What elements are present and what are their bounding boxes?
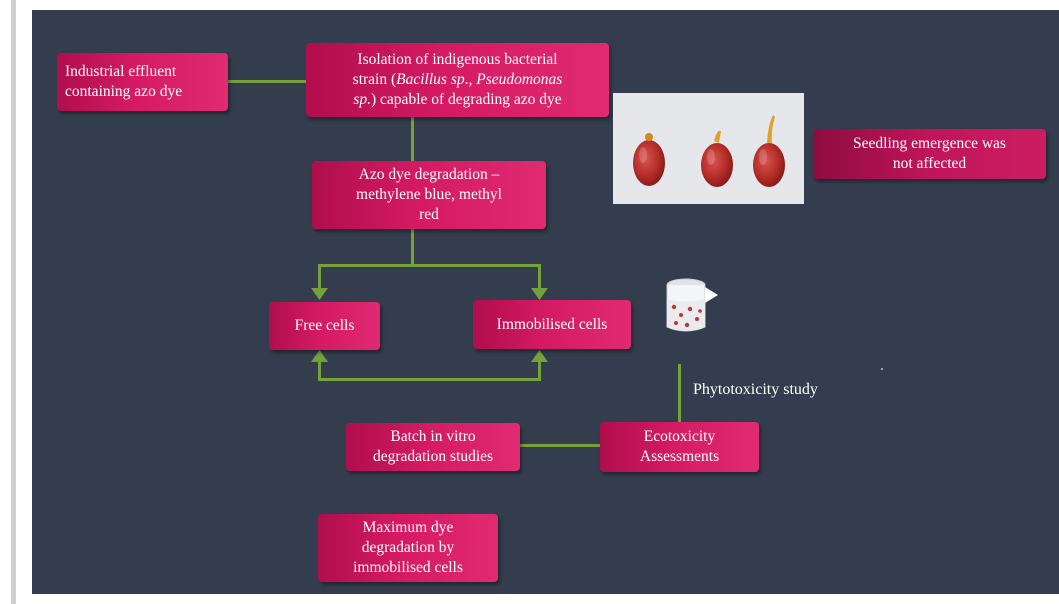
connector-split-horizontal (318, 264, 541, 267)
text-segment: ., (464, 71, 477, 88)
box-text-line: strain (Bacillus sp., Pseudomonas (353, 70, 563, 90)
connector-to-immobilised-cells (538, 264, 541, 292)
industrial-effluent-box: Industrial effluent containing azo dye (57, 53, 228, 111)
box-text-line: red (419, 206, 439, 223)
box-text-line: sp.) capable of degrading azo dye (353, 90, 561, 110)
connector-loop-immobilised (538, 358, 541, 380)
free-cells-box: Free cells (269, 302, 380, 350)
arrow-down-icon (531, 288, 548, 300)
seedling-emergence-box: Seedling emergence was not affected (813, 129, 1046, 179)
connector-isolation-degradation (411, 116, 414, 162)
immobilised-cells-box: Immobilised cells (473, 300, 631, 349)
isolation-box: Isolation of indigenous bacterial strain… (306, 43, 609, 117)
seeds-photo (613, 93, 804, 204)
text-segment: strain ( (352, 71, 397, 88)
box-text-line: Seedling emergence was (853, 135, 1006, 152)
arrow-up-icon (531, 350, 548, 362)
box-text-line: Industrial effluent (65, 63, 177, 80)
seed-icon (633, 133, 665, 186)
species-name: Pseudomonas (476, 71, 563, 88)
box-text-line: not affected (892, 155, 967, 172)
arrow-down-icon (311, 288, 328, 300)
arrow-up-icon (311, 350, 328, 362)
connector-phytotoxicity (678, 364, 681, 422)
seed-icon (701, 130, 733, 187)
phytotoxicity-study-label: Phytotoxicity study (693, 381, 818, 398)
connector-loop-bottom (318, 378, 541, 381)
box-text-line: Batch in vitro (390, 428, 476, 445)
box-text-line: Azo dye degradation – (358, 166, 500, 183)
species-name: sp. (353, 91, 372, 108)
connector-to-free-cells (318, 264, 321, 292)
box-text-line: methylene blue, methyl (356, 186, 502, 203)
connector-effluent-isolation (228, 80, 306, 83)
ecotoxicity-assessments-box: Ecotoxicity Assessments (600, 422, 759, 472)
beaker-icon (666, 278, 718, 332)
azo-dye-degradation-box: Azo dye degradation – methylene blue, me… (312, 161, 546, 229)
box-text-line: Immobilised cells (496, 315, 608, 333)
box-text-line: Assessments (639, 448, 720, 465)
connector-degradation-split (411, 228, 414, 266)
connector-loop-free (318, 358, 321, 380)
box-text-line: Ecotoxicity (643, 428, 716, 445)
box-text-line: degradation studies (372, 448, 494, 465)
box-text-line: Isolation of indigenous bacterial (357, 51, 558, 68)
box-text-line: immobilised cells (353, 559, 463, 576)
connector-batch-ecotoxicity (520, 444, 600, 447)
species-name: Bacillus sp (396, 71, 465, 88)
maximum-degradation-box: Maximum dye degradation by immobilised c… (318, 514, 498, 582)
seed-icon (753, 115, 785, 187)
frame-border (11, 0, 16, 604)
box-text-line: Maximum dye (362, 519, 454, 536)
stray-dot (881, 368, 883, 370)
text-segment: ) capable of degrading azo dye (371, 91, 562, 108)
box-text-line: Free cells (294, 317, 355, 334)
batch-in-vitro-box: Batch in vitro degradation studies (346, 423, 520, 471)
box-text-line: containing azo dye (65, 83, 183, 100)
box-text-line: degradation by (361, 539, 455, 556)
